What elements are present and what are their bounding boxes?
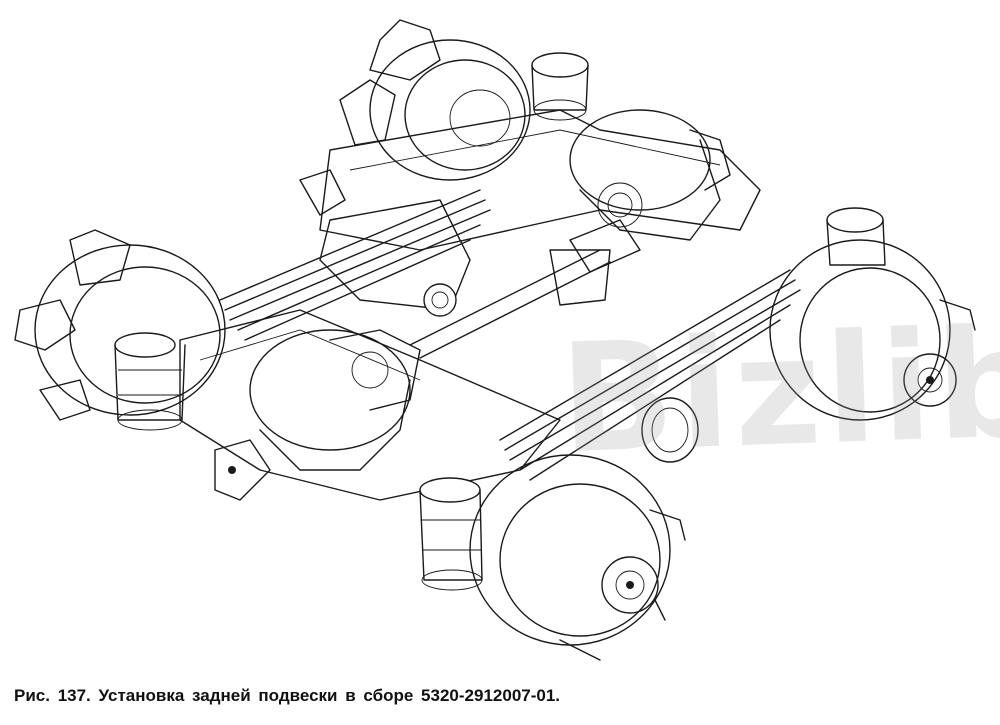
near-right-wheel-hub [469,454,686,661]
near-axle-housing [179,309,561,501]
side-cover [641,397,699,463]
right-leaf-spring [499,269,801,481]
left-brake-chamber [114,332,186,431]
brake-chamber-top [531,52,589,121]
far-axle-housing [319,109,761,251]
right-brake-chamber [419,477,483,591]
trunnion-bracket [319,199,611,317]
left-wheel-hub [14,229,226,421]
near-differential [214,329,421,501]
far-left-wheel-hub [339,19,531,181]
far-differential [569,109,731,241]
right-far-wheel-hub [769,207,976,421]
propeller-shaft [409,219,641,359]
figure-caption: Рис. 137. Установка задней подвески в сб… [14,686,561,705]
suspension-assembly-drawing [14,19,976,661]
left-leaf-spring [219,169,491,341]
